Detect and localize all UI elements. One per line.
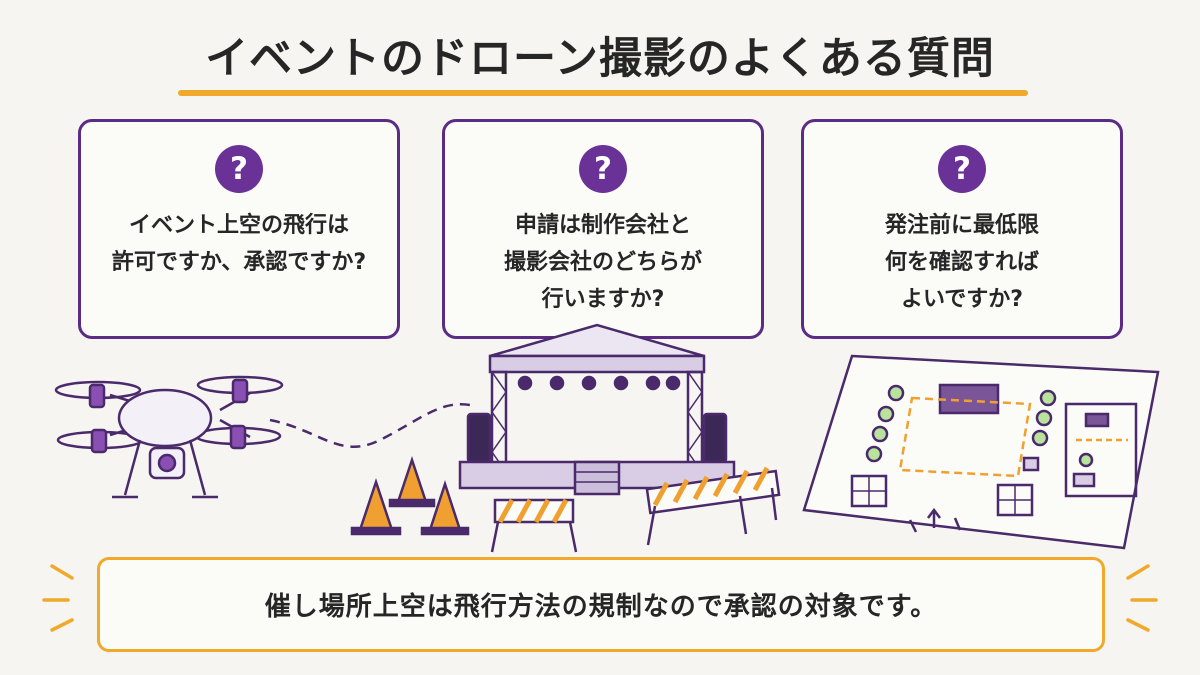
traffic-cone-icon xyxy=(350,456,470,536)
question-text-3: 発注前に最低限 何を確認すれば よいですか? xyxy=(884,213,1039,312)
answer-text: 催し場所上空は飛行方法の規制なので承認の対象です。 xyxy=(264,592,938,622)
accent-strokes xyxy=(42,564,1158,632)
page-title: イベントのドローン撮影のよくある質問 xyxy=(205,34,995,84)
question-text-2: 申請は制作会社と 撮影会社のどちらが 行いますか? xyxy=(503,213,702,312)
barrier-icon xyxy=(490,466,781,553)
question-card-2: ? 申請は制作会社と 撮影会社のどちらが 行いますか? xyxy=(442,119,764,339)
answer-box: 催し場所上空は飛行方法の規制なので承認の対象です。 xyxy=(97,557,1105,652)
question-card-3: ? 発注前に最低限 何を確認すれば よいですか? xyxy=(801,119,1123,339)
title-underline xyxy=(178,90,1028,96)
question-mark-icon: ? xyxy=(938,145,986,193)
venue-map-icon xyxy=(802,354,1160,550)
question-mark-icon: ? xyxy=(579,145,627,193)
drone-icon xyxy=(54,375,284,499)
question-text-1: イベント上空の飛行は 許可ですか、承認ですか? xyxy=(111,213,367,275)
flight-path xyxy=(269,402,471,448)
question-card-1: ? イベント上空の飛行は 許可ですか、承認ですか? xyxy=(78,119,400,339)
stage-icon xyxy=(458,323,736,496)
question-mark-icon: ? xyxy=(215,145,263,193)
